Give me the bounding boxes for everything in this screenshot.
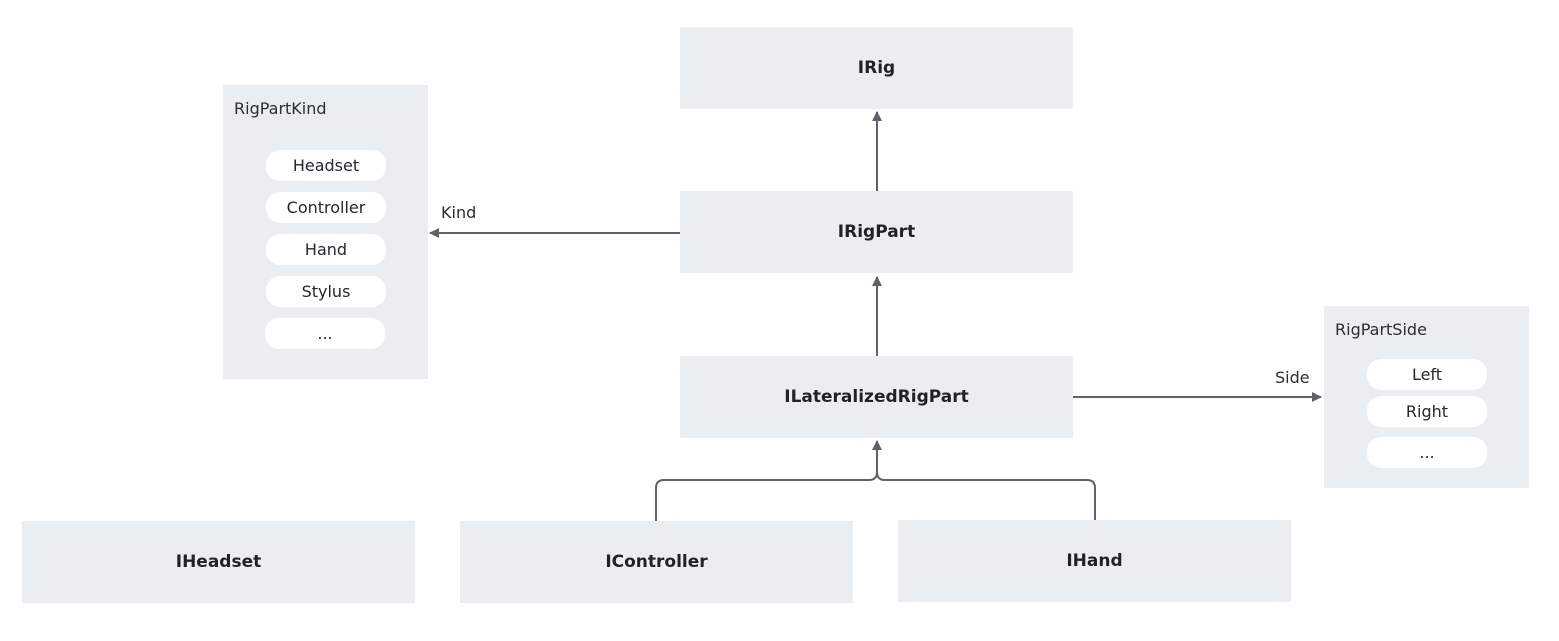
irigpart-box[interactable]: IRigPart	[680, 191, 1073, 273]
irig-box[interactable]: IRig	[680, 27, 1073, 109]
irigpart-label: IRigPart	[837, 222, 916, 242]
rig-part-side-title: RigPartSide	[1335, 320, 1427, 339]
rig-part-kind-box[interactable]: RigPartKind Headset Controller Hand Styl…	[223, 85, 428, 379]
side-edge-label: Side	[1275, 368, 1310, 387]
enum-value-ellipsis: ...	[265, 318, 385, 349]
kind-edge-label: Kind	[441, 203, 477, 222]
enum-value-right: Right	[1367, 396, 1487, 427]
enum-value-hand: Hand	[266, 234, 386, 265]
ihand-label: IHand	[1066, 551, 1123, 571]
enum-value-stylus: Stylus	[266, 276, 386, 307]
enum-value-ellipsis: ...	[1367, 437, 1487, 468]
iheadset-label: IHeadset	[175, 552, 262, 572]
irig-label: IRig	[857, 58, 896, 78]
ihand-box[interactable]: IHand	[898, 520, 1291, 602]
rig-part-kind-title: RigPartKind	[234, 99, 327, 118]
enum-value-headset: Headset	[266, 150, 386, 181]
rig-part-side-box[interactable]: RigPartSide Left Right ...	[1324, 306, 1529, 488]
ilateralizedrigpart-box[interactable]: ILateralizedRigPart	[680, 356, 1073, 438]
iheadset-box[interactable]: IHeadset	[22, 521, 415, 603]
inherit-path-icontroller	[655, 471, 878, 521]
enum-value-controller: Controller	[266, 192, 386, 223]
icontroller-box[interactable]: IController	[460, 521, 853, 603]
inherit-path-ihand	[876, 471, 1096, 520]
icontroller-label: IController	[605, 552, 708, 572]
ilateralizedrigpart-label: ILateralizedRigPart	[784, 387, 969, 407]
enum-value-left: Left	[1367, 359, 1487, 390]
